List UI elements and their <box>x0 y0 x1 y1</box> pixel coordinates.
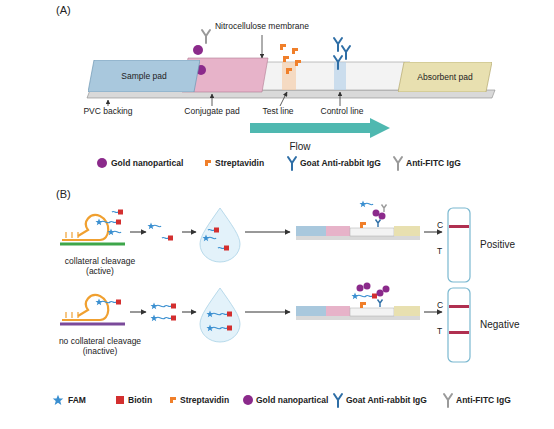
callout-label: Nitrocellulose membrane <box>215 22 309 32</box>
result-strip-negative <box>448 288 470 362</box>
pad-outline <box>398 62 492 92</box>
callout-label: C <box>437 301 443 311</box>
pad-label: Sample pad <box>121 71 166 81</box>
legend-entry: Streptavidin <box>215 158 264 168</box>
callout-label: Control line <box>321 107 364 117</box>
legend-entry: Gold nanopartical <box>111 158 183 168</box>
legend-entry: Streptavidin <box>180 395 229 405</box>
control-line-antibody <box>334 38 350 69</box>
callout-label: PVC backing <box>83 107 132 117</box>
mini-strip-positive <box>296 201 420 241</box>
droplet-reporters <box>207 311 233 332</box>
callout-label: Test line <box>262 107 293 117</box>
test-line-band <box>282 62 296 90</box>
callout-label: Negative <box>480 319 519 331</box>
cleaved-fragments <box>148 223 174 241</box>
callout-label: T <box>437 327 442 337</box>
lateral-flow-strip <box>87 58 495 98</box>
mini-strip-negative <box>296 283 420 321</box>
legend-b-swatches <box>53 394 452 407</box>
control-line-band <box>334 62 346 90</box>
legend-entry: FAM <box>68 395 86 405</box>
legend-entry: Biotin <box>128 395 152 405</box>
callout-label: Flow <box>289 141 310 153</box>
crispr-active <box>60 210 125 245</box>
pad-box: Absorbent pad <box>398 62 492 92</box>
droplet <box>200 288 240 342</box>
legend-entry: Anti-FITC IgG <box>406 158 461 168</box>
pad-outline <box>88 60 200 92</box>
legend-a-swatches <box>97 157 402 170</box>
legend-entry: Gold nanopartical <box>256 395 328 405</box>
flow-arrow <box>250 118 390 138</box>
legend-entry: Anti-FITC IgG <box>456 395 511 405</box>
pad-label: Absorbent pad <box>417 72 472 82</box>
callout-label: C <box>437 221 443 231</box>
crispr-inactive <box>60 295 125 324</box>
panel-label: (A) <box>56 4 71 17</box>
legend-entry: Goat Anti-rabbit IgG <box>346 395 427 405</box>
pad-box: Sample pad <box>88 60 200 92</box>
panel-label: (B) <box>56 188 71 201</box>
result-strip-positive <box>448 208 470 282</box>
legend-entry: Goat Anti-rabbit IgG <box>300 158 381 168</box>
droplet-fragments <box>203 228 230 251</box>
callout-label: Conjugate pad <box>184 107 239 117</box>
callout-label: Positive <box>480 239 515 251</box>
droplet <box>200 208 240 262</box>
callout-label: T <box>437 247 442 257</box>
callout-label: collateral cleavage (active) <box>58 257 142 277</box>
intact-reporters <box>151 303 177 322</box>
callout-label: no collateral cleavage (inactive) <box>52 337 148 357</box>
test-line-streptavidin <box>280 44 301 74</box>
